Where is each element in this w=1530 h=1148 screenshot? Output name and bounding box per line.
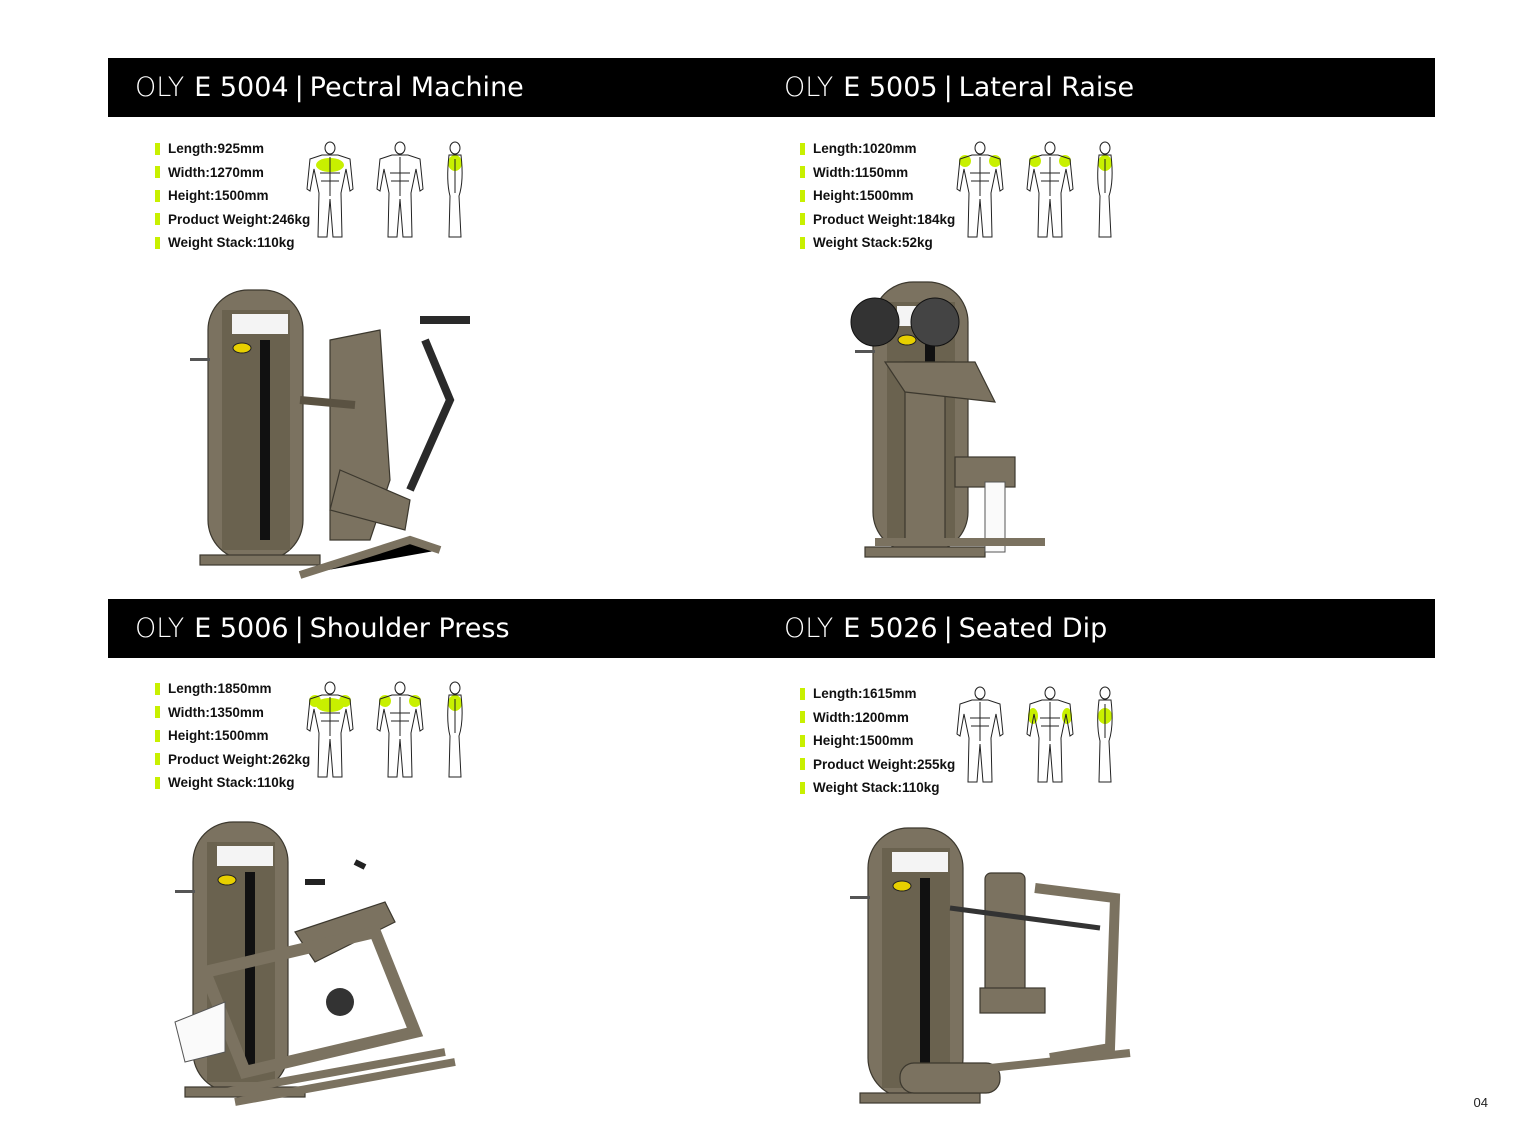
spec-item: Length:1615mm (800, 682, 955, 706)
spec-text: Length:1850mm (168, 681, 272, 697)
spec-item: Width:1350mm (155, 701, 310, 725)
bullet-icon (155, 236, 160, 249)
spec-item: Width:1270mm (155, 161, 310, 185)
product-title-lateral-raise: OLY E 5005|Lateral Raise (784, 58, 1134, 117)
title-bar (108, 58, 1435, 117)
bullet-icon (155, 213, 160, 226)
bullet-icon (155, 776, 160, 789)
product-title-pectral-machine: OLY E 5004|Pectral Machine (135, 58, 524, 117)
bullet-icon (155, 166, 160, 179)
machine-image-seated-dip (840, 818, 1160, 1133)
spec-text: Weight Stack:110kg (813, 780, 940, 796)
machine-image-pectral-machine (180, 280, 500, 595)
spec-text: Width:1270mm (168, 164, 264, 180)
spec-item: Height:1500mm (155, 724, 310, 748)
spec-item: Weight Stack:110kg (155, 771, 310, 795)
product-name: Seated Dip (958, 613, 1108, 644)
product-name: Shoulder Press (309, 613, 510, 644)
product-name: Lateral Raise (958, 72, 1135, 103)
bullet-icon (800, 758, 805, 771)
model-number: E 5005 (843, 72, 938, 103)
brand-label: OLY (784, 613, 834, 644)
spec-text: Weight Stack:110kg (168, 235, 295, 251)
bullet-icon (800, 236, 805, 249)
spec-item: Length:1850mm (155, 677, 310, 701)
spec-item: Product Weight:184kg (800, 208, 955, 232)
bullet-icon (800, 213, 805, 226)
brand-label: OLY (135, 72, 185, 103)
spec-text: Product Weight:255kg (813, 756, 956, 772)
title-bar (108, 599, 1435, 658)
bullet-icon (155, 682, 160, 695)
bullet-icon (800, 781, 805, 794)
spec-item: Height:1500mm (155, 184, 310, 208)
spec-item: Weight Stack:110kg (800, 776, 955, 800)
spec-text: Weight Stack:110kg (168, 775, 295, 791)
spec-text: Height:1500mm (168, 728, 269, 744)
bullet-icon (800, 734, 805, 747)
model-number: E 5006 (194, 613, 289, 644)
spec-item: Height:1500mm (800, 184, 955, 208)
spec-text: Weight Stack:52kg (813, 235, 933, 251)
product-name: Pectral Machine (309, 72, 524, 103)
title-separator: | (294, 613, 304, 644)
bullet-icon (155, 753, 160, 766)
bullet-icon (155, 706, 160, 719)
spec-text: Product Weight:184kg (813, 211, 956, 227)
spec-text: Length:1615mm (813, 686, 917, 702)
bullet-icon (155, 189, 160, 202)
spec-item: Product Weight:262kg (155, 748, 310, 772)
bullet-icon (800, 142, 805, 155)
bullet-icon (800, 687, 805, 700)
product-title-seated-dip: OLY E 5026|Seated Dip (784, 599, 1107, 658)
spec-text: Width:1350mm (168, 704, 264, 720)
model-number: E 5026 (843, 613, 938, 644)
spec-text: Width:1200mm (813, 709, 909, 725)
brand-label: OLY (784, 72, 834, 103)
spec-text: Width:1150mm (813, 164, 909, 180)
bullet-icon (155, 729, 160, 742)
spec-text: Product Weight:246kg (168, 211, 311, 227)
spec-item: Height:1500mm (800, 729, 955, 753)
spec-text: Height:1500mm (813, 188, 914, 204)
spec-item: Length:1020mm (800, 137, 955, 161)
spec-text: Height:1500mm (813, 733, 914, 749)
model-number: E 5004 (194, 72, 289, 103)
bullet-icon (155, 142, 160, 155)
product-title-shoulder-press: OLY E 5006|Shoulder Press (135, 599, 510, 658)
spec-text: Length:1020mm (813, 141, 917, 157)
spec-item: Product Weight:255kg (800, 753, 955, 777)
spec-text: Product Weight:262kg (168, 751, 311, 767)
title-separator: | (943, 613, 953, 644)
page-number: 04 (1473, 1095, 1488, 1110)
brand-label: OLY (135, 613, 185, 644)
bullet-icon (800, 166, 805, 179)
title-separator: | (943, 72, 953, 103)
spec-item: Weight Stack:52kg (800, 231, 955, 255)
spec-item: Width:1150mm (800, 161, 955, 185)
spec-item: Width:1200mm (800, 706, 955, 730)
spec-item: Length:925mm (155, 137, 310, 161)
spec-item: Product Weight:246kg (155, 208, 310, 232)
spec-text: Length:925mm (168, 141, 265, 157)
bullet-icon (800, 711, 805, 724)
title-separator: | (294, 72, 304, 103)
spec-item: Weight Stack:110kg (155, 231, 310, 255)
bullet-icon (800, 189, 805, 202)
machine-image-lateral-raise (845, 272, 1165, 587)
spec-text: Height:1500mm (168, 188, 269, 204)
machine-image-shoulder-press (165, 812, 485, 1127)
